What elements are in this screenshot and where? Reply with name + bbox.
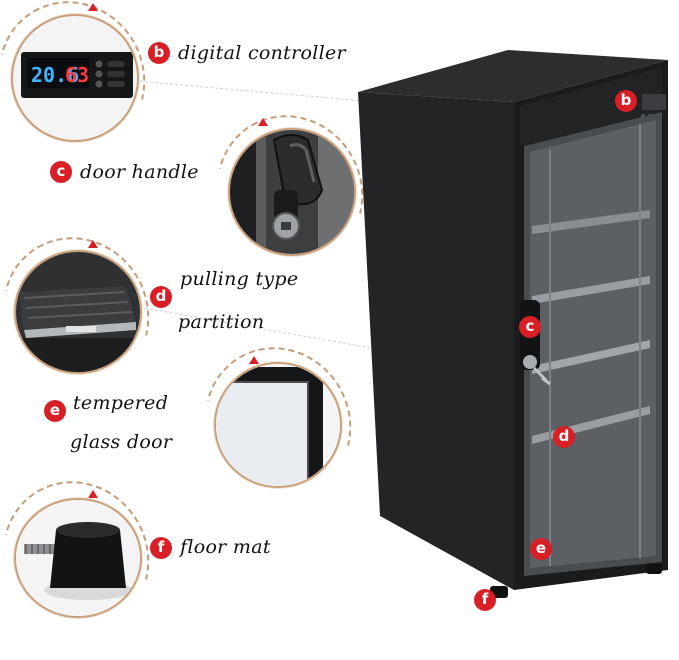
marker-f: f [150,537,172,559]
arrow-up-icon [88,3,98,11]
digital-controller-label: digital controller [178,42,346,64]
floor-mat-detail-image [14,498,142,618]
marker-d: d [150,286,172,308]
arrow-up-icon [258,118,268,126]
partition-detail-image [14,250,142,374]
pulling-type-label: pulling type [180,268,299,290]
humidity-readout: 63 [65,63,89,87]
glass-door-detail-image [214,362,342,488]
cabinet-marker-f: f [474,589,496,611]
partition-label: partition [178,311,265,333]
cabinet-marker-c: c [519,316,541,338]
floor-mat-label: floor mat [180,536,271,558]
controller-detail-image: 20.6 63 [11,14,139,142]
cabinet-marker-b: b [615,90,637,112]
marker-c: c [50,161,72,183]
arrow-up-icon [249,356,259,364]
door-handle-detail-image [228,128,356,256]
dry-cabinet-image [358,50,668,598]
door-handle-label: door handle [80,161,199,183]
temperature-readout: 20.6 [31,63,79,87]
glass-door-label: glass door [70,431,173,453]
marker-b: b [148,42,170,64]
arrow-up-icon [88,490,98,498]
cabinet-marker-d: d [553,426,575,448]
cabinet-marker-e: e [530,538,552,560]
marker-e: e [44,400,66,422]
tempered-label: tempered [73,392,169,414]
arrow-up-icon [88,240,98,248]
